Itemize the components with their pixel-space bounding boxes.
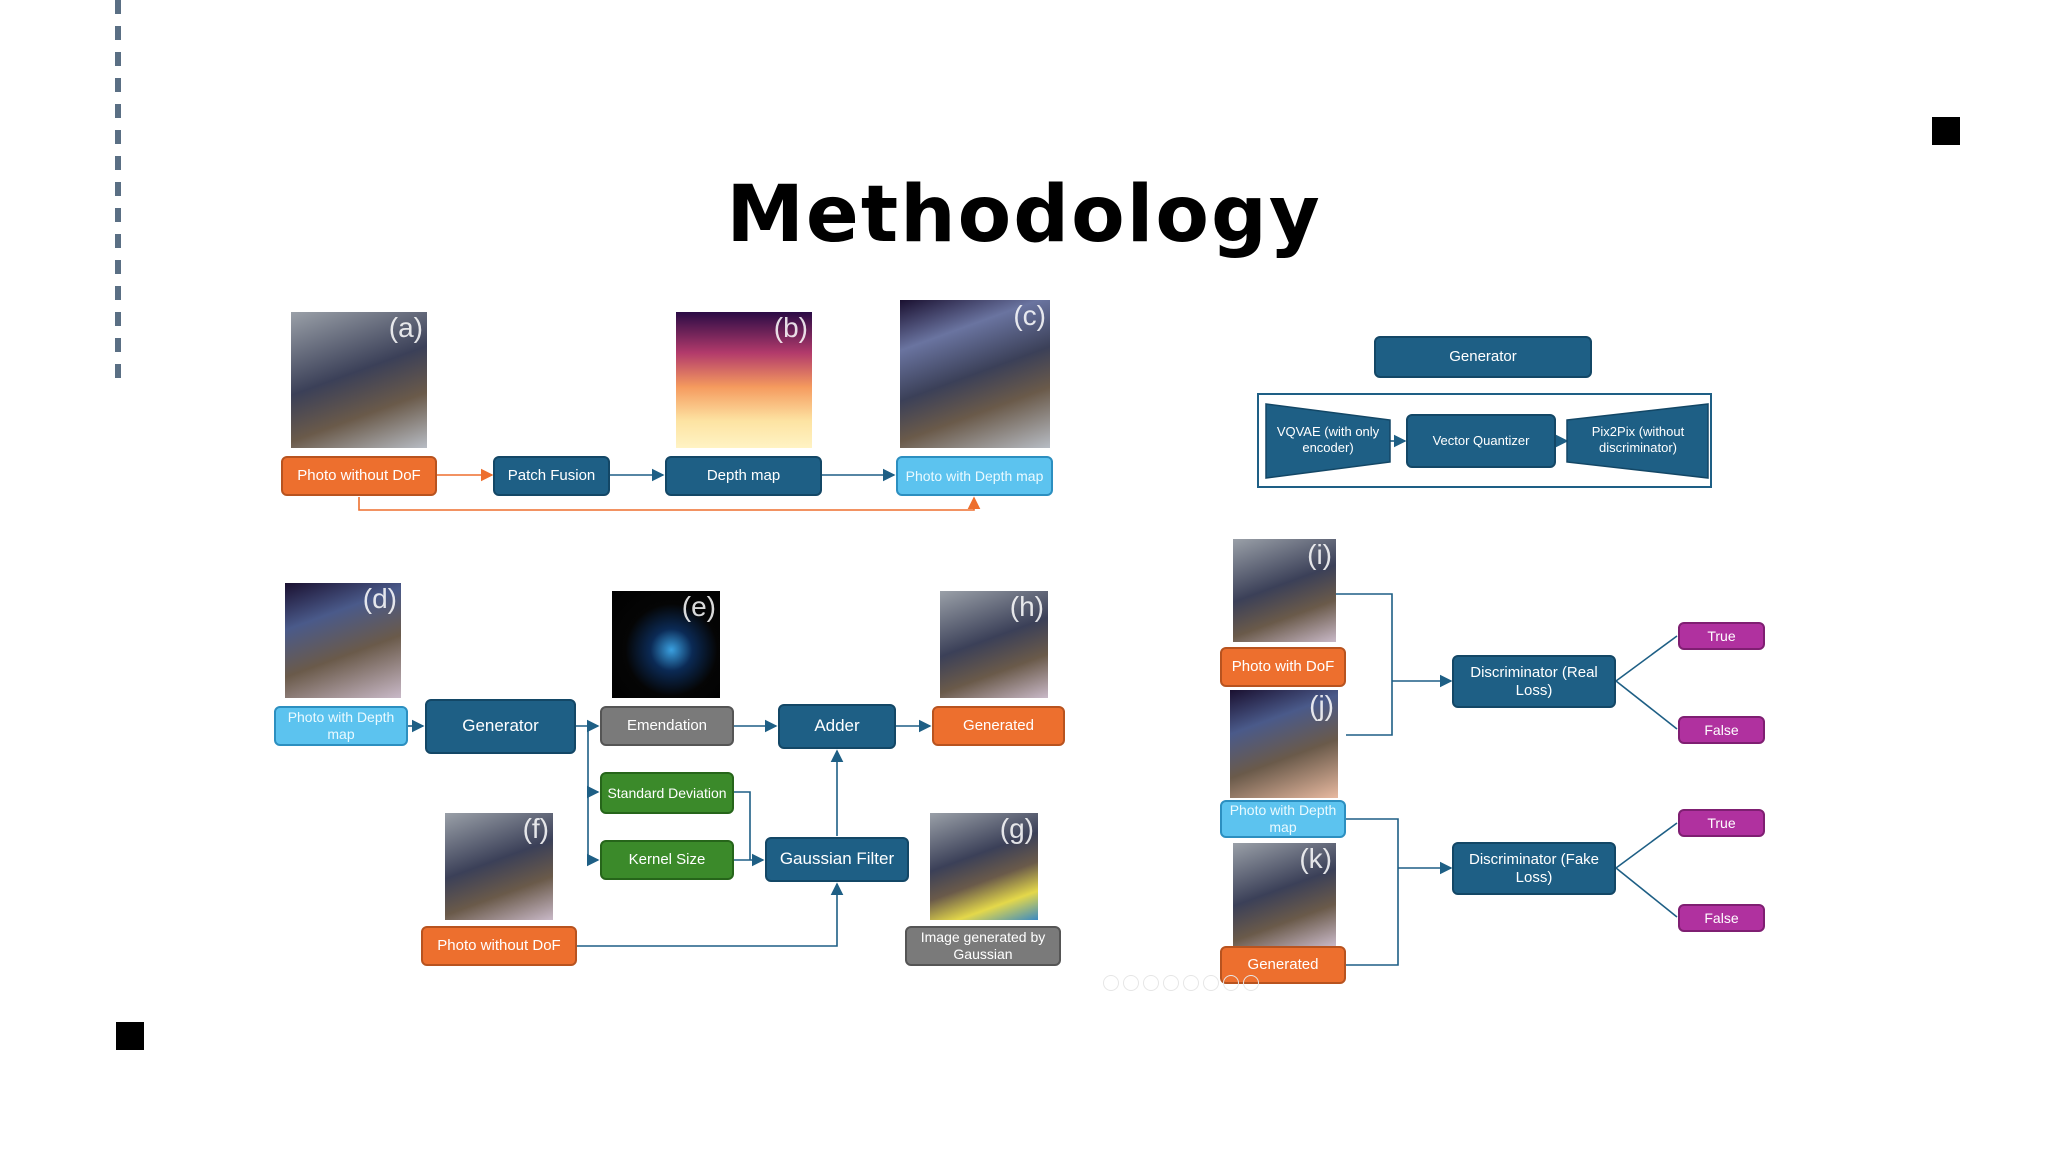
photo-with-depth-map-box-disc: Photo with Depth map — [1220, 800, 1346, 838]
photo-without-dof-box-bottom: Photo without DoF — [421, 926, 577, 966]
toolbar-dot[interactable] — [1183, 975, 1199, 991]
photo-f: (f) — [445, 813, 553, 920]
toolbar-dot[interactable] — [1223, 975, 1239, 991]
image-generated-by-gaussian-box: Image generated by Gaussian — [905, 926, 1061, 966]
patch-fusion-box: Patch Fusion — [493, 456, 610, 496]
true-label-real: True — [1678, 622, 1765, 650]
photo-g: (g) — [930, 813, 1038, 920]
true-label-fake: True — [1678, 809, 1765, 837]
photo-a: (a) — [291, 312, 427, 448]
corner-square-top-right — [1932, 117, 1960, 145]
generator-container — [1257, 393, 1712, 488]
photo-with-depth-map-box-bottom: Photo with Depth map — [274, 706, 408, 746]
toolbar-dot[interactable] — [1123, 975, 1139, 991]
photo-with-dof-box: Photo with DoF — [1220, 647, 1346, 687]
generated-box-disc: Generated — [1220, 946, 1346, 984]
photo-with-depth-map-box-top: Photo with Depth map — [896, 456, 1053, 496]
generator-box: Generator — [425, 699, 576, 754]
slide-title: Methodology — [726, 170, 1322, 260]
vqvae-label: VQVAE (with only encoder) — [1276, 424, 1380, 456]
false-label-real: False — [1678, 716, 1765, 744]
photo-d: (d) — [285, 583, 401, 698]
photo-b-depth: (b) — [676, 312, 812, 448]
corner-square-bottom-left — [116, 1022, 144, 1050]
generated-box-bottom: Generated — [932, 706, 1065, 746]
depth-map-box: Depth map — [665, 456, 822, 496]
toolbar-dot[interactable] — [1103, 975, 1119, 991]
vector-quantizer-box: Vector Quantizer — [1406, 414, 1556, 468]
emendation-box: Emendation — [600, 706, 734, 746]
photo-e: (e) — [612, 591, 720, 698]
false-label-fake: False — [1678, 904, 1765, 932]
toolbar-dot[interactable] — [1203, 975, 1219, 991]
toolbar-dot[interactable] — [1163, 975, 1179, 991]
adder-box: Adder — [778, 704, 896, 749]
photo-i: (i) — [1233, 539, 1336, 642]
standard-deviation-box: Standard Deviation — [600, 772, 734, 814]
photo-k: (k) — [1233, 843, 1336, 946]
discriminator-real-loss-box: Discriminator (Real Loss) — [1452, 655, 1616, 708]
photo-without-dof-box: Photo without DoF — [281, 456, 437, 496]
discriminator-fake-loss-box: Discriminator (Fake Loss) — [1452, 842, 1616, 895]
slide-toolbar[interactable] — [1103, 975, 1259, 991]
toolbar-dot[interactable] — [1243, 975, 1259, 991]
photo-j: (j) — [1230, 690, 1338, 798]
photo-c: (c) — [900, 300, 1050, 448]
gaussian-filter-box: Gaussian Filter — [765, 837, 909, 882]
generator-title-box: Generator — [1374, 336, 1592, 378]
kernel-size-box: Kernel Size — [600, 840, 734, 880]
pix2pix-label: Pix2Pix (without discriminator) — [1591, 424, 1685, 456]
photo-h: (h) — [940, 591, 1048, 698]
toolbar-dot[interactable] — [1143, 975, 1159, 991]
